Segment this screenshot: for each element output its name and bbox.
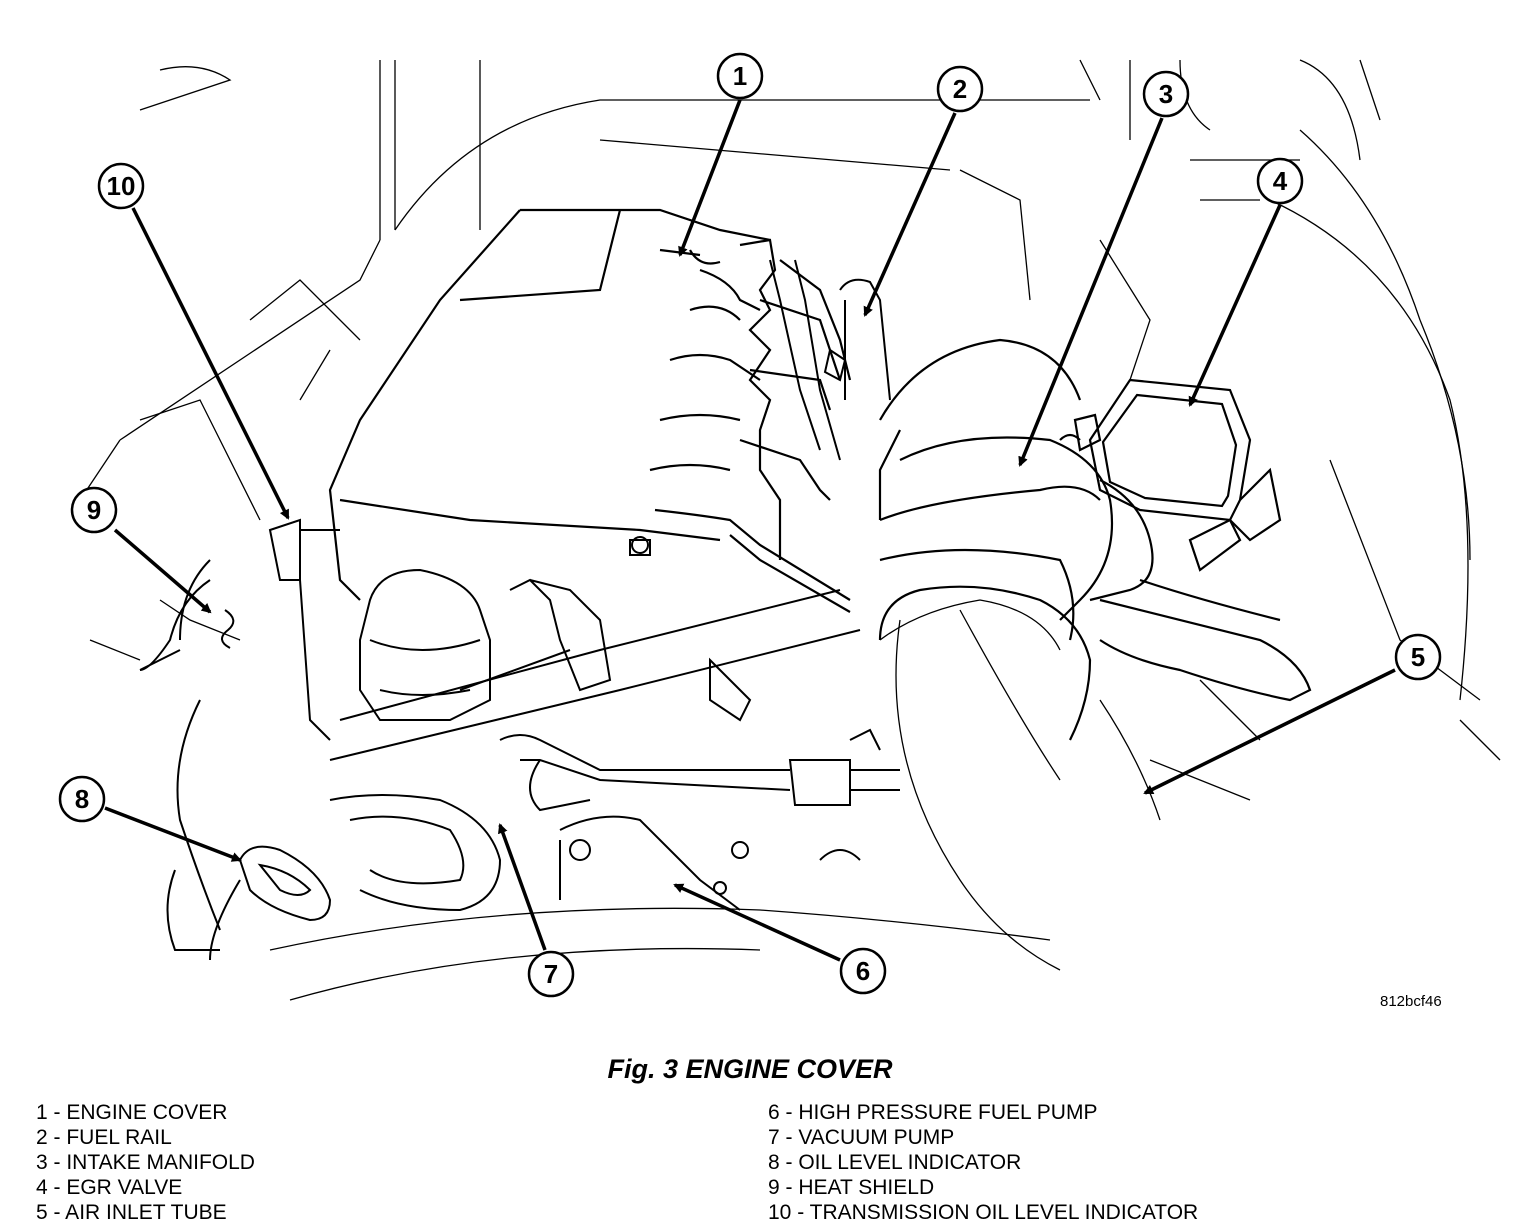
figure-code: 812bcf46	[1380, 993, 1442, 1010]
callouts: 1 2 3 4 5 6 7 8 9 10	[58, 52, 1442, 998]
fuel-rail-shape	[769, 259, 891, 461]
legend-item: 8 - OIL LEVEL INDICATOR	[768, 1151, 1022, 1174]
figure-caption: Fig. 3 ENGINE COVER	[607, 1054, 893, 1084]
svg-text:5: 5	[1411, 642, 1425, 672]
leader-7	[498, 823, 547, 951]
leader-9	[113, 528, 212, 614]
callout-6: 6	[839, 947, 887, 995]
svg-text:2: 2	[953, 74, 967, 104]
leader-6	[673, 883, 841, 962]
callout-1: 1	[716, 52, 764, 100]
engine-cover-illustration: 1 2 3 4 5 6 7 8 9 10	[58, 52, 1501, 1001]
lower-engine-shape	[139, 518, 900, 931]
egr-valve-shape	[1059, 378, 1282, 572]
leader-8	[104, 806, 242, 862]
oil-level-indicator-shape	[166, 845, 332, 961]
legend-item: 1 - ENGINE COVER	[36, 1101, 228, 1124]
legend-item: 7 - VACUUM PUMP	[768, 1126, 955, 1149]
callout-8: 8	[58, 775, 106, 823]
leader-5	[1143, 668, 1396, 795]
legend-item: 4 - EGR VALVE	[36, 1176, 183, 1199]
leader-3	[1018, 117, 1164, 467]
callout-7: 7	[527, 950, 575, 998]
svg-text:8: 8	[75, 784, 89, 814]
callout-2: 2	[936, 65, 984, 113]
callout-4: 4	[1256, 157, 1304, 205]
svg-text:9: 9	[87, 495, 101, 525]
legend-item: 5 - AIR INLET TUBE	[36, 1201, 227, 1224]
legend-item: 2 - FUEL RAIL	[36, 1126, 172, 1149]
legend-item: 10 - TRANSMISSION OIL LEVEL INDICATOR	[768, 1201, 1199, 1224]
legend-item: 9 - HEAT SHIELD	[768, 1176, 935, 1199]
callout-3: 3	[1142, 70, 1190, 118]
leader-10	[131, 207, 290, 520]
callout-5: 5	[1394, 633, 1442, 681]
legend-item: 3 - INTAKE MANIFOLD	[36, 1151, 255, 1174]
callout-9: 9	[70, 486, 118, 534]
heat-shield-shape	[139, 559, 235, 671]
engine-cover-shape	[328, 208, 852, 613]
svg-text:10: 10	[107, 171, 136, 201]
legend-left: 1 - ENGINE COVER 2 - FUEL RAIL 3 - INTAK…	[36, 1100, 255, 1225]
svg-text:3: 3	[1159, 79, 1173, 109]
leader-1	[678, 99, 742, 257]
leader-2	[863, 112, 957, 317]
legend-right: 6 - HIGH PRESSURE FUEL PUMP 7 - VACUUM P…	[768, 1100, 1198, 1225]
leader-arrows	[104, 99, 1396, 962]
callout-10: 10	[97, 162, 145, 210]
leader-4	[1188, 204, 1282, 407]
legend-item: 6 - HIGH PRESSURE FUEL PUMP	[768, 1101, 1098, 1124]
svg-text:6: 6	[856, 956, 870, 986]
svg-text:7: 7	[544, 959, 558, 989]
intake-manifold-shape	[878, 338, 1312, 741]
svg-text:1: 1	[733, 61, 747, 91]
svg-text:4: 4	[1273, 166, 1288, 196]
